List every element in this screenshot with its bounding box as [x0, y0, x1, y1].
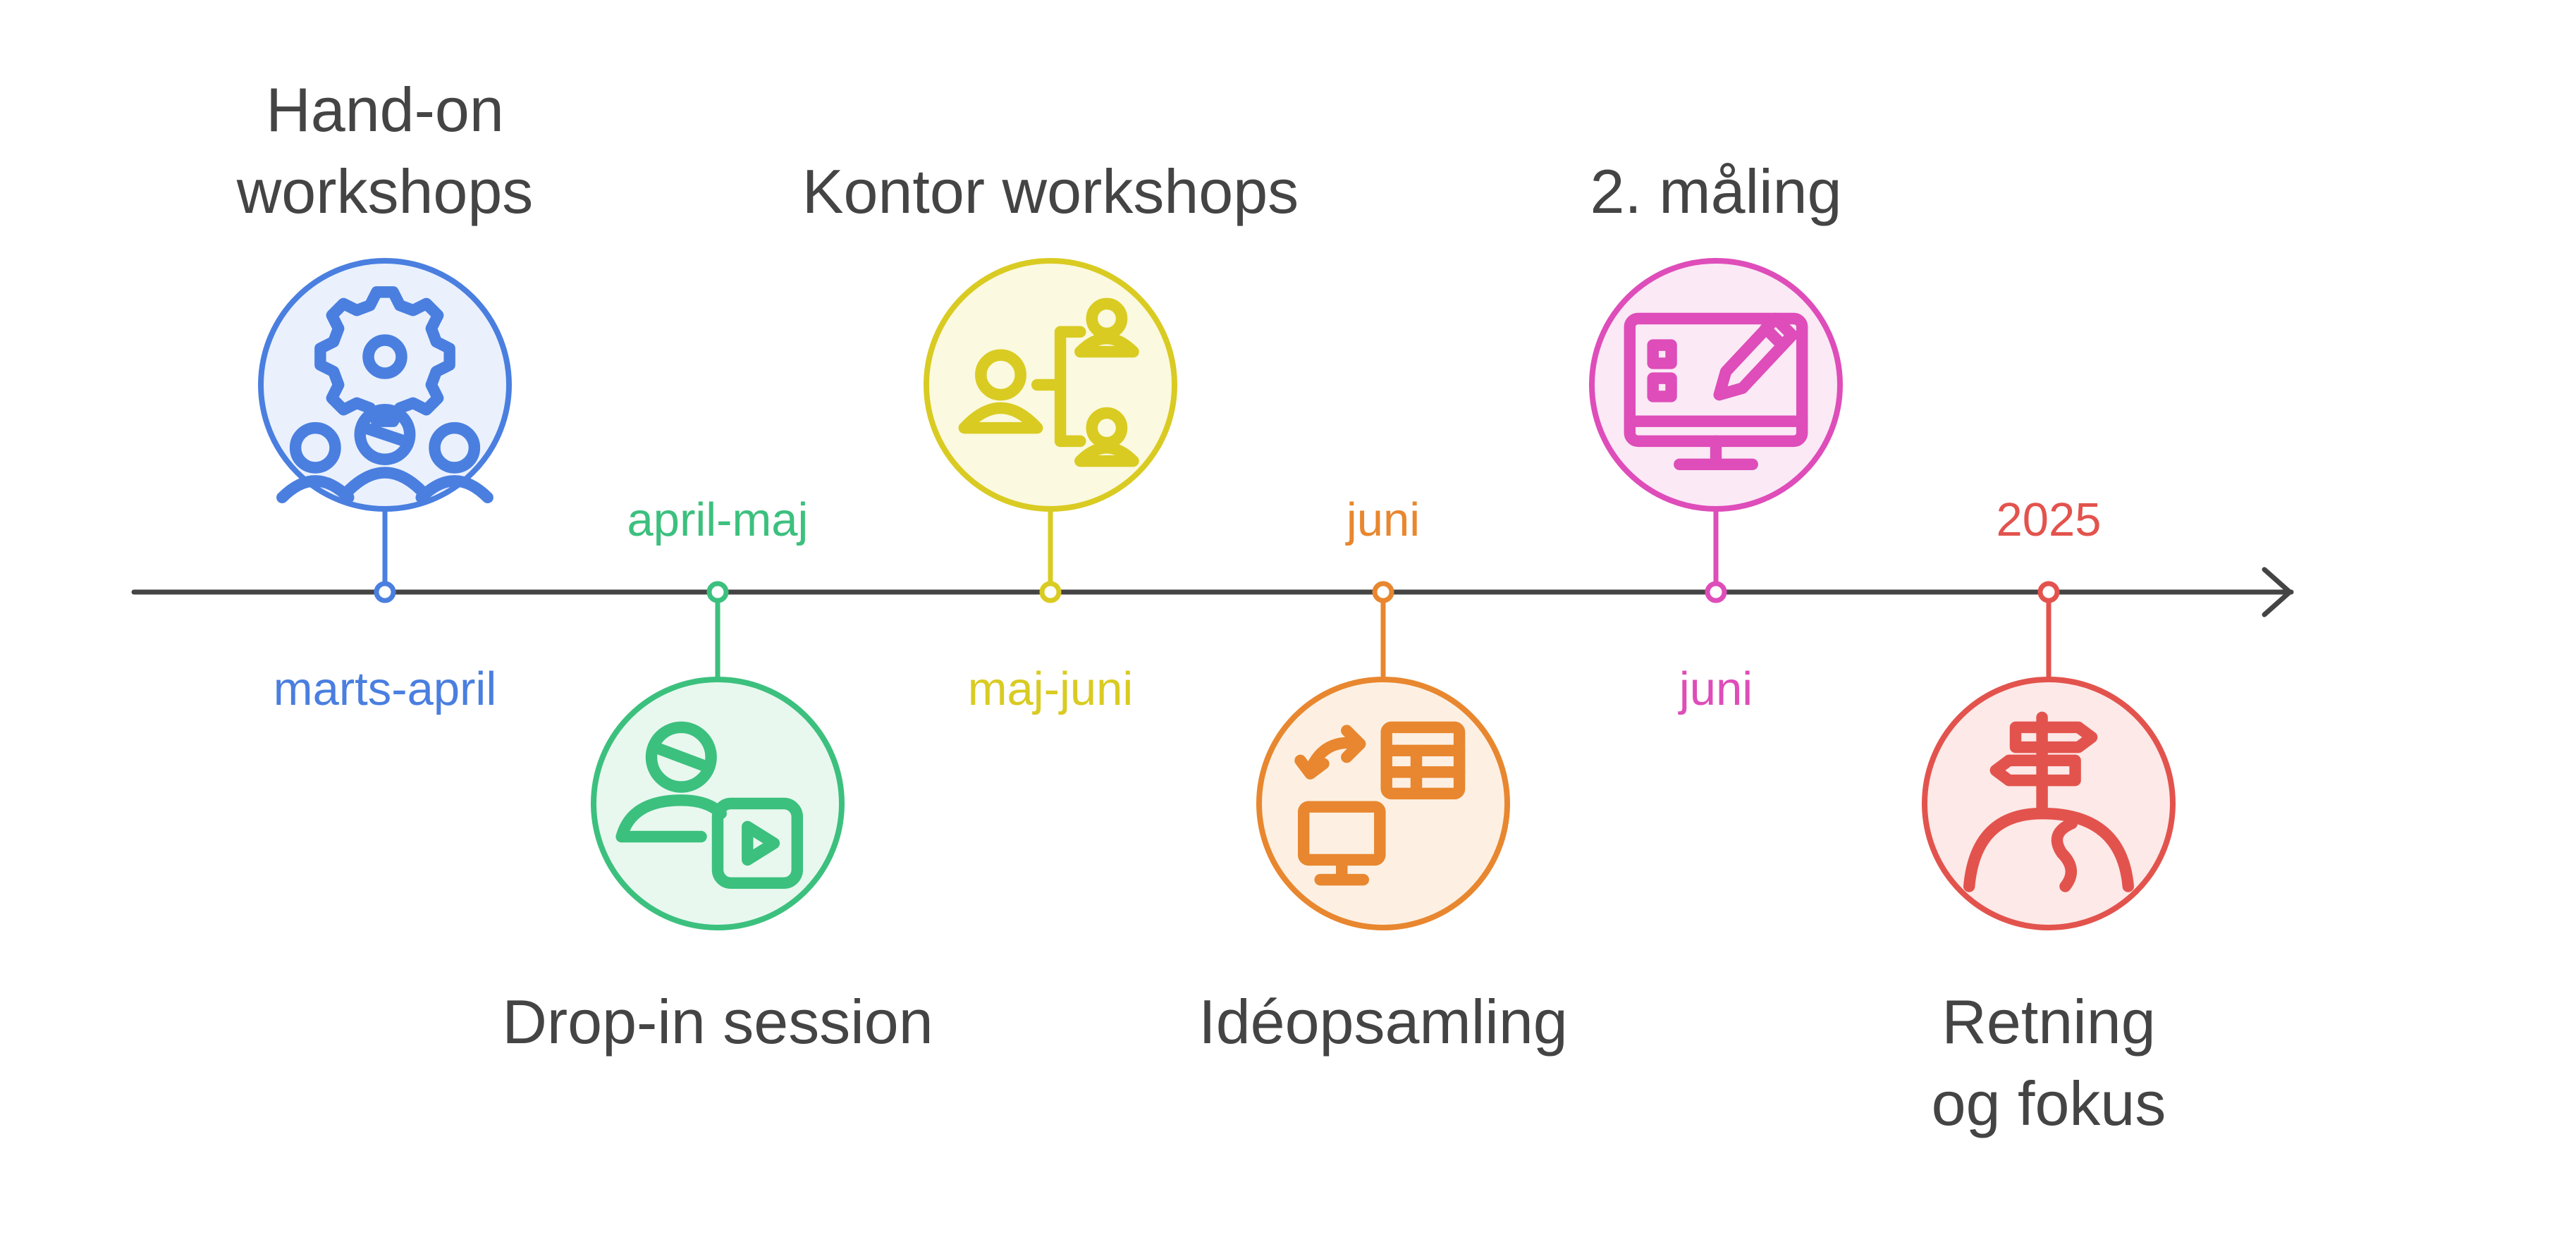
team-hierarchy-icon [958, 297, 1139, 467]
data-transfer-icon [1294, 721, 1466, 886]
milestone-hand-on-workshops: Hand-on workshops marts-april [236, 75, 534, 715]
milestone-badge [258, 258, 512, 512]
milestone-dot [2037, 581, 2060, 603]
milestone-2-maling: 2. måling juni [1589, 156, 1843, 715]
milestone-title-line-1: Drop-in session [502, 987, 933, 1057]
milestone-badge [1922, 677, 2176, 930]
milestone-ideopsamling: juni Idéopsamling [1198, 493, 1567, 1057]
milestone-date: marts-april [274, 663, 496, 715]
milestone-date: juni [1345, 493, 1420, 546]
monitor-checklist-icon [1624, 312, 1808, 471]
milestone-drop-in-session: april-maj Drop-in session [502, 493, 933, 1057]
milestone-title-line-1: Retning [1942, 987, 2155, 1057]
gear-people-icon [276, 286, 493, 504]
milestone-badge [1256, 677, 1510, 930]
milestone-dot [374, 581, 396, 603]
person-video-icon [615, 721, 804, 890]
milestone-date: april-maj [627, 493, 809, 546]
milestone-title-line-2: workshops [236, 156, 534, 226]
timeline-arrowhead [2262, 567, 2293, 617]
milestone-title-line-1: Idéopsamling [1198, 987, 1567, 1057]
milestone-title-line-1: 2. måling [1590, 156, 1841, 226]
milestone-kontor-workshops: Kontor workshops maj-juni [802, 156, 1299, 715]
milestone-dot [1705, 581, 1727, 603]
milestone-date: juni [1678, 663, 1753, 715]
milestone-date: maj-juni [968, 663, 1134, 715]
milestone-title-line-1: Hand-on [266, 75, 504, 144]
milestone-date: 2025 [1996, 493, 2101, 546]
milestone-dot [1372, 581, 1394, 603]
milestone-retning-og-fokus: 2025 Retning og fokus [1922, 493, 2176, 1138]
signpost-hill-icon [1963, 711, 2135, 892]
milestone-dot [706, 581, 729, 603]
milestone-dot [1039, 581, 1062, 603]
milestone-title-line-2: og fokus [1932, 1069, 2166, 1138]
milestone-title-line-1: Kontor workshops [802, 156, 1299, 226]
